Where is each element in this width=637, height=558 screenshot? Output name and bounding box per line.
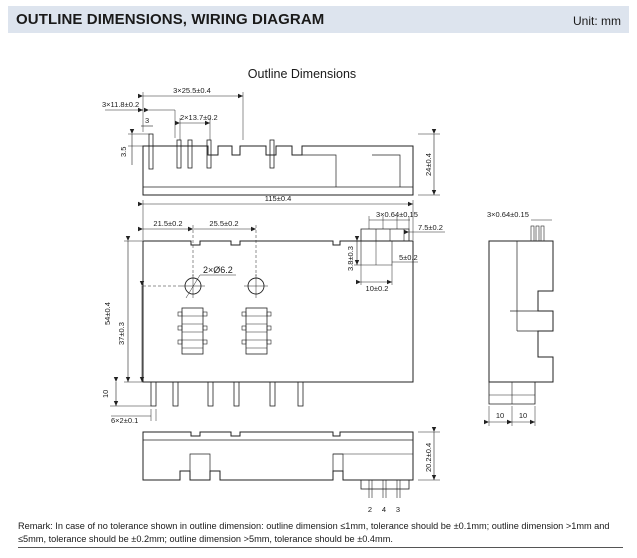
drawing-title: Outline Dimensions [248, 67, 356, 81]
bottom-view-labels: 20.2±0.4 2 4 3 [368, 443, 433, 514]
bottom-view [142, 427, 440, 498]
dim-small-3: 3 [145, 116, 149, 125]
dim-h-10-left: 10 [101, 390, 110, 398]
dim-w-115: 115±0.4 [265, 194, 292, 203]
dim-h-37: 37±0.3 [117, 322, 126, 345]
dim-h-24: 24±0.4 [424, 153, 433, 176]
dim-pins-064-side: 3×0.64±0.15 [487, 210, 529, 219]
dim-side-10-b: 10 [519, 411, 527, 420]
pin-label-3: 3 [396, 505, 400, 514]
dim-d-25-5: 25.5±0.2 [209, 219, 238, 228]
remark-note: Remark: In case of no tolerance shown in… [18, 521, 610, 544]
unit-label: Unit: mm [573, 14, 621, 28]
dim-pitch-11-8: 3×11.8±0.2 [102, 100, 139, 109]
dim-d-10: 10±0.2 [366, 284, 389, 293]
top-view [105, 92, 440, 196]
section-header: OUTLINE DIMENSIONS, WIRING DIAGRAM Unit:… [8, 6, 629, 33]
bottom-view-body [142, 431, 414, 481]
front-view [110, 200, 445, 421]
front-view-labels: 115±0.4 21.5±0.2 25.5±0.2 2×Ø6.2 54±0.4 … [101, 194, 443, 425]
dim-pitch-13-7: 2×13.7±0.2 [180, 113, 218, 122]
top-view-labels: 3×25.5±0.4 3×11.8±0.2 3 2×13.7±0.2 3.5 2… [102, 86, 433, 176]
dim-d-21-5: 21.5±0.2 [153, 219, 182, 228]
dim-d-5: 5±0.2 [399, 253, 418, 262]
dim-pins-6x2: 6×2±0.1 [111, 416, 138, 425]
contact-stack-right [241, 307, 272, 355]
side-view-body [488, 240, 554, 383]
dim-pitch-25-5: 3×25.5±0.4 [173, 86, 211, 95]
contact-stack-left [177, 307, 208, 355]
dim-h-54: 54±0.4 [103, 302, 112, 325]
side-view-labels: 3×0.64±0.15 10 10 [487, 210, 529, 420]
pin-label-2: 2 [368, 505, 372, 514]
section-title: OUTLINE DIMENSIONS, WIRING DIAGRAM [16, 11, 325, 28]
side-view [484, 219, 554, 426]
front-view-body [142, 240, 414, 383]
dim-side-10-a: 10 [496, 411, 504, 420]
top-view-body [142, 145, 414, 196]
dim-h-20-2: 20.2±0.4 [424, 443, 433, 472]
remark-divider [18, 547, 623, 548]
dim-holes: 2×Ø6.2 [203, 265, 233, 275]
dim-pins-064-top: 3×0.64±0.15 [376, 210, 418, 219]
dim-d-3-8: 3.8±0.3 [346, 246, 355, 271]
dim-d-7-5: 7.5±0.2 [418, 223, 443, 232]
dim-h-3-5: 3.5 [119, 147, 128, 157]
pin-label-4: 4 [382, 505, 386, 514]
